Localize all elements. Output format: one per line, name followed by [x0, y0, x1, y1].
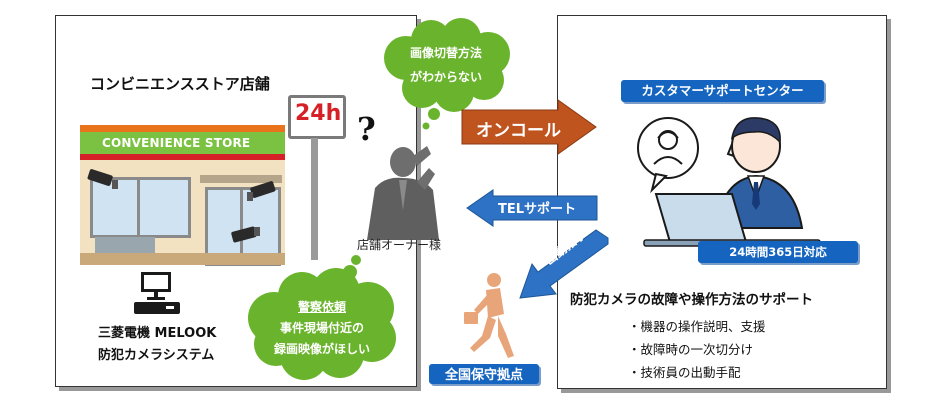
sign-pole [311, 138, 318, 260]
hours-badge: 24時間365日対応 [698, 241, 858, 263]
system-name: 三菱電機 MELOOK [98, 326, 217, 341]
bubble-bottom-line2: 事件現場付近の [279, 321, 364, 335]
system-type: 防犯カメラシステム [98, 348, 215, 363]
store-base [80, 253, 285, 265]
store-window-left [90, 177, 191, 238]
camera-icon-2 [247, 181, 276, 201]
operator-illustration [637, 117, 821, 247]
bubble-bottom-line3: 録画映像がほしい [273, 342, 370, 356]
store-awning [200, 175, 282, 183]
bubble-bottom-line1: 警察依頼 [297, 300, 346, 314]
bubble-top-line2: がわからない [409, 70, 482, 84]
question-mark: ? [357, 110, 376, 148]
camera-icon-1 [87, 169, 118, 189]
support-item-operation: ・機器の操作説明、支援 [628, 319, 766, 334]
sign-24h: 24h [288, 95, 346, 139]
owner-label: 店舗オーナー様 [357, 238, 442, 252]
store-red-stripe [80, 154, 285, 160]
tel-support-label: TELサポート [498, 202, 577, 217]
store-door-divider [240, 187, 243, 266]
recorder-monitor-icon [134, 272, 180, 314]
hours-badge-text: 24時間365日対応 [729, 245, 827, 259]
support-center-title: カスタマーサポートセンター [621, 80, 824, 102]
speech-bubble-bottom-shape [248, 255, 396, 380]
owner-figure [367, 146, 439, 240]
maintenance-base-label: 全国保守拠点 [429, 364, 539, 384]
support-heading: 防犯カメラの故障や操作方法のサポート [570, 292, 813, 308]
bubble-top-line1: 画像切替方法 [409, 46, 482, 60]
support-center-title-text: カスタマーサポートセンター [641, 83, 804, 98]
store-shelf [95, 237, 155, 253]
store-window-divider [137, 177, 140, 238]
speech-bubble-top-shape [384, 18, 510, 130]
oncall-label: オンコール [476, 121, 561, 141]
speech-bubble-bottom: 警察依頼 事件現場付近の 録画映像がほしい [247, 296, 397, 362]
store-sign-band: CONVENIENCE STORE [80, 132, 285, 154]
dispatch-arrow-shape [519, 229, 609, 299]
store-building: CONVENIENCE STORE [80, 125, 285, 266]
maintenance-base-text: 全国保守拠点 [444, 368, 523, 383]
tel-support-arrow-shape [466, 189, 598, 227]
store-roof-stripe [80, 125, 285, 132]
support-item-fault: ・故障時の一次切分け [628, 342, 754, 357]
support-item-dispatch: ・技術員の出動手配 [628, 365, 741, 380]
speech-bubble-top: 画像切替方法 がわからない [376, 38, 516, 88]
store-sign-text: CONVENIENCE STORE [102, 136, 251, 150]
technician-figure [464, 273, 514, 358]
sign-24h-text: 24h [295, 101, 342, 126]
camera-icon-3 [231, 226, 260, 243]
oncall-arrow-shape [461, 99, 597, 155]
store-title: コンビニエンスストア店舗 [90, 75, 270, 93]
